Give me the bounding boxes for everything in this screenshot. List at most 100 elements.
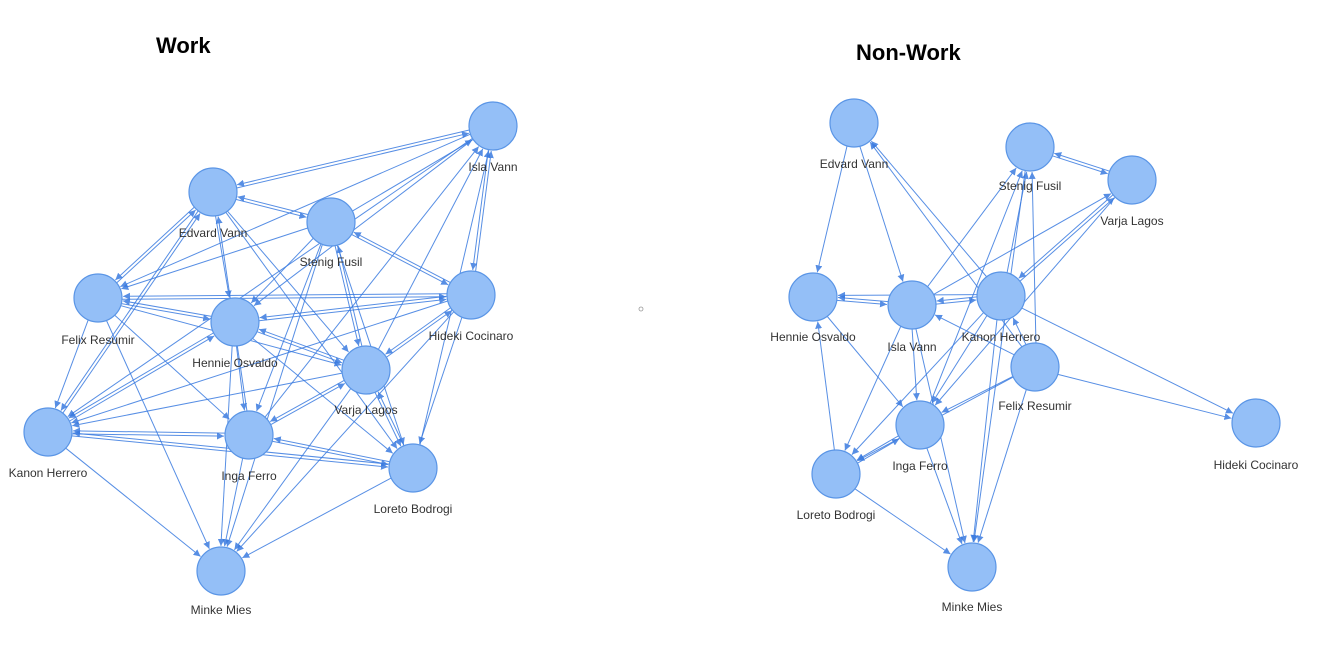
node-edvard-vann[interactable] [188,167,238,217]
node-label-hideki-cocinaro: Hideki Cocinaro [429,329,514,343]
edge-felix-resumir-to-hennie-osvaldo [121,303,211,322]
node-label-isla-vann: Isla Vann [468,160,517,174]
node-kanon-herrero[interactable] [23,407,73,457]
edge-felix-resumir-to-inga-ferro [114,314,230,420]
edge-loreto-bodrogi-to-varja-lagos [377,391,405,446]
node-label-felix-resumir: Felix Resumir [61,333,134,347]
edge-inga-ferro-to-minke-mies [926,447,963,545]
edge-kanon-herrero-to-stenig-fusil [1006,171,1029,273]
node-stenig-fusil[interactable] [306,197,356,247]
node-inga-ferro[interactable] [224,410,274,460]
edge-inga-ferro-to-kanon-herrero [73,427,226,435]
edge-kanon-herrero-to-edvard-vann [870,140,987,278]
edge-varja-lagos-to-inga-ferro [934,196,1116,406]
edge-inga-ferro-to-isla-vann [264,146,480,418]
edge-hennie-osvaldo-to-inga-ferro [826,316,904,408]
node-loreto-bodrogi[interactable] [388,443,438,493]
edge-kanon-herrero-to-loreto-bodrogi [71,435,389,470]
edge-edvard-vann-to-isla-vann [236,131,470,189]
edge-stenig-fusil-to-hennie-osvaldo [250,237,314,304]
edge-hennie-osvaldo-to-kanon-herrero [68,332,214,419]
edge-inga-ferro-to-varja-lagos [270,383,346,426]
node-kanon-herrero[interactable] [976,271,1026,321]
edge-kanon-herrero-to-hennie-osvaldo [69,335,215,422]
edge-loreto-bodrogi-to-inga-ferro [273,436,390,463]
center-dot [638,306,644,312]
edge-edvard-vann-to-varja-lagos [227,210,349,353]
edge-kanon-herrero-to-edvard-vann [62,213,201,414]
edge-felix-resumir-to-kanon-herrero [54,319,89,409]
edge-loreto-bodrogi-to-minke-mies [242,477,392,559]
edge-varja-lagos-to-inga-ferro [269,379,345,422]
edge-varja-lagos-to-kanon-herrero [72,372,343,428]
edge-varja-lagos-to-stenig-fusil [1054,152,1110,172]
edge-edvard-vann-to-kanon-herrero [60,210,199,411]
node-label-edvard-vann: Edvard Vann [820,157,889,171]
node-label-stenig-fusil: Stenig Fusil [999,179,1062,193]
node-hideki-cocinaro[interactable] [446,270,496,320]
node-label-stenig-fusil: Stenig Fusil [300,255,363,269]
node-minke-mies[interactable] [196,546,246,596]
edge-hennie-osvaldo-to-hideki-cocinaro [258,296,447,322]
node-isla-vann[interactable] [887,280,937,330]
edge-hennie-osvaldo-to-minke-mies [217,345,233,546]
edge-edvard-vann-to-felix-resumir [115,206,195,281]
node-label-inga-ferro: Inga Ferro [892,459,948,473]
edge-edvard-vann-to-hennie-osvaldo [215,215,232,298]
edge-varja-lagos-to-loreto-bodrogi [374,392,402,447]
nonwork-graph-title: Non-Work [856,40,961,65]
edge-kanon-herrero-to-inga-ferro [931,315,988,404]
edge-kanon-herrero-to-minke-mies [65,447,201,557]
edge-loreto-bodrogi-to-minke-mies [854,488,951,555]
edge-felix-resumir-to-edvard-vann [116,209,196,284]
edge-stenig-fusil-to-varja-lagos [1052,155,1108,175]
edge-felix-resumir-to-inga-ferro [941,376,1014,413]
edge-varja-lagos-to-minke-mies [234,388,352,551]
node-felix-resumir[interactable] [73,273,123,323]
node-edvard-vann[interactable] [829,98,879,148]
edge-inga-ferro-to-loreto-bodrogi [272,440,389,467]
node-label-isla-vann: Isla Vann [887,340,936,354]
node-stenig-fusil[interactable] [1005,122,1055,172]
edge-loreto-bodrogi-to-hennie-osvaldo [815,321,835,451]
node-label-minke-mies: Minke Mies [942,600,1003,614]
node-hideki-cocinaro[interactable] [1231,398,1281,448]
edge-stenig-fusil-to-loreto-bodrogi [336,245,405,445]
node-label-kanon-herrero: Kanon Herrero [9,466,88,480]
node-isla-vann[interactable] [468,101,518,151]
node-label-inga-ferro: Inga Ferro [221,469,277,483]
node-varja-lagos[interactable] [1107,155,1157,205]
edge-hideki-cocinaro-to-stenig-fusil [353,231,451,284]
node-label-hideki-cocinaro: Hideki Cocinaro [1214,458,1299,472]
node-label-hennie-osvaldo: Hennie Osvaldo [192,356,278,370]
node-loreto-bodrogi[interactable] [811,449,861,499]
edge-inga-ferro-to-stenig-fusil [929,170,1023,404]
node-hennie-osvaldo[interactable] [210,297,260,347]
edge-stenig-fusil-to-felix-resumir [121,227,308,290]
edge-isla-vann-to-felix-resumir [120,133,471,288]
edge-isla-vann-to-kanon-herrero [67,137,473,418]
edge-felix-resumir-to-minke-mies [976,389,1027,543]
edge-hennie-osvaldo-to-inga-ferro [235,345,248,411]
edge-kanon-herrero-to-inga-ferro [71,432,224,440]
node-label-varja-lagos: Varja Lagos [1100,214,1163,228]
edge-isla-vann-to-edvard-vann [236,129,470,187]
edge-felix-resumir-to-kanon-herrero [1012,317,1027,345]
node-varja-lagos[interactable] [341,345,391,395]
node-hennie-osvaldo[interactable] [788,272,838,322]
edge-edvard-vann-to-stenig-fusil [235,198,307,219]
edge-felix-resumir-to-hideki-cocinaro [122,293,447,301]
node-label-loreto-bodrogi: Loreto Bodrogi [374,502,453,516]
node-felix-resumir[interactable] [1010,342,1060,392]
edge-hideki-cocinaro-to-loreto-bodrogi [418,317,463,444]
node-inga-ferro[interactable] [895,400,945,450]
edge-inga-ferro-to-loreto-bodrogi [856,435,899,461]
edge-kanon-herrero-to-minke-mies [970,319,998,543]
edge-stenig-fusil-to-varja-lagos [334,245,361,347]
edge-hideki-cocinaro-to-isla-vann [475,150,494,272]
node-label-edvard-vann: Edvard Vann [179,226,248,240]
edge-hideki-cocinaro-to-felix-resumir [122,292,447,300]
node-minke-mies[interactable] [947,542,997,592]
